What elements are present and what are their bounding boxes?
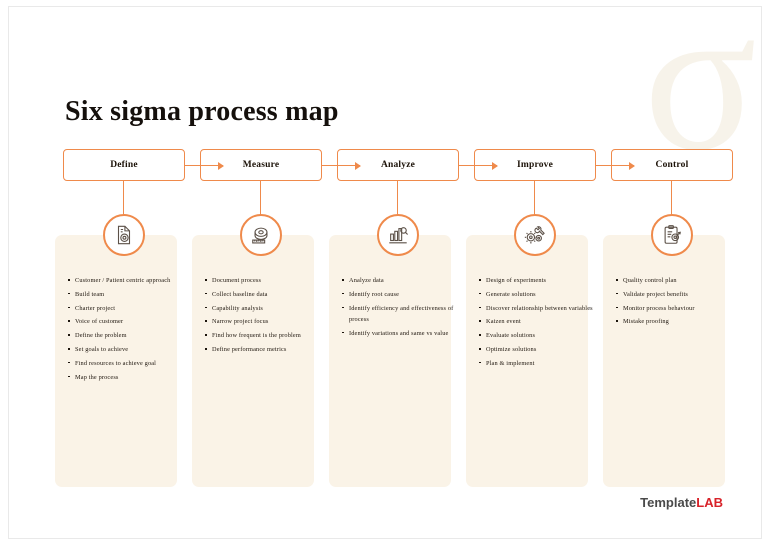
arrow-analyze-to-improve <box>459 161 498 170</box>
list-item: Identify variations and same vs value <box>342 328 461 339</box>
list-item: Map the process <box>68 372 187 383</box>
measuring-tape-icon <box>250 224 272 246</box>
phase-header-measure[interactable]: Measure <box>200 149 322 181</box>
icon-circle-measure <box>240 214 282 256</box>
list-item: Mistake proofing <box>616 316 735 327</box>
list-item: Narrow project focus <box>205 316 324 327</box>
list-item: Find resources to achieve goal <box>68 358 187 369</box>
bar-chart-analysis-icon <box>387 224 409 246</box>
list-item: Collect baseline data <box>205 289 324 300</box>
list-item: Validate project benefits <box>616 289 735 300</box>
icon-circle-control <box>651 214 693 256</box>
stem-control <box>671 181 672 215</box>
stem-improve <box>534 181 535 215</box>
icon-circle-define <box>103 214 145 256</box>
process-map-diagram: Define Measure Analyze Improve Control <box>9 7 761 538</box>
list-item: Analyze data <box>342 275 461 286</box>
phase-label-improve: Improve <box>516 160 554 170</box>
arrow-define-to-measure <box>185 161 224 170</box>
phase-header-analyze[interactable]: Analyze <box>337 149 459 181</box>
list-item: Identify efficiency and effectiveness of… <box>342 303 461 326</box>
list-item: Evaluate solutions <box>479 330 598 341</box>
list-item: Design of experiments <box>479 275 598 286</box>
list-item: Generate solutions <box>479 289 598 300</box>
list-item: Identify root cause <box>342 289 461 300</box>
list-item: Charter project <box>68 303 187 314</box>
list-item: Build team <box>68 289 187 300</box>
panel-measure <box>192 235 314 487</box>
bullet-list-analyze: Analyze data Identify root cause Identif… <box>335 275 465 342</box>
list-item: Define performance metrics <box>205 344 324 355</box>
arrow-improve-to-control <box>596 161 635 170</box>
list-item: Document process <box>205 275 324 286</box>
list-item: Set goals to achieve <box>68 344 187 355</box>
phase-label-analyze: Analyze <box>380 160 416 170</box>
gears-wrench-icon <box>524 224 546 246</box>
bullet-list-improve: Design of experiments Generate solutions… <box>472 275 602 372</box>
list-item: Find how frequent is the problem <box>205 330 324 341</box>
slide-canvas: σ Six sigma process map Define Measure A… <box>8 6 762 539</box>
list-item: Optimize solutions <box>479 344 598 355</box>
list-item: Plan & implement <box>479 358 598 369</box>
icon-circle-improve <box>514 214 556 256</box>
stem-define <box>123 181 124 215</box>
clipboard-check-icon <box>661 224 683 246</box>
panel-define <box>55 235 177 487</box>
panel-improve <box>466 235 588 487</box>
bullet-list-measure: Document process Collect baseline data C… <box>198 275 328 358</box>
phase-label-control: Control <box>655 160 689 170</box>
bullet-list-define: Customer / Patient centric approach Buil… <box>61 275 191 385</box>
phase-label-measure: Measure <box>242 160 280 170</box>
list-item: Define the problem <box>68 330 187 341</box>
bullet-list-control: Quality control plan Validate project be… <box>609 275 739 330</box>
stem-measure <box>260 181 261 215</box>
document-target-icon <box>113 224 135 246</box>
icon-circle-analyze <box>377 214 419 256</box>
phase-label-define: Define <box>110 160 138 170</box>
panel-control <box>603 235 725 487</box>
list-item: Discover relationship between variables <box>479 303 598 314</box>
list-item: Monitor process behaviour <box>616 303 735 314</box>
list-item: Capability analysis <box>205 303 324 314</box>
logo-text-template: Template <box>640 495 697 510</box>
list-item: Quality control plan <box>616 275 735 286</box>
panel-analyze <box>329 235 451 487</box>
templatelab-logo: TemplateLAB <box>640 495 723 510</box>
logo-text-lab: LAB <box>696 495 723 510</box>
list-item: Customer / Patient centric approach <box>68 275 187 286</box>
stem-analyze <box>397 181 398 215</box>
list-item: Kaizen event <box>479 316 598 327</box>
arrow-measure-to-analyze <box>322 161 361 170</box>
list-item: Voice of customer <box>68 316 187 327</box>
phase-header-define[interactable]: Define <box>63 149 185 181</box>
page-title: Six sigma process map <box>65 95 339 127</box>
